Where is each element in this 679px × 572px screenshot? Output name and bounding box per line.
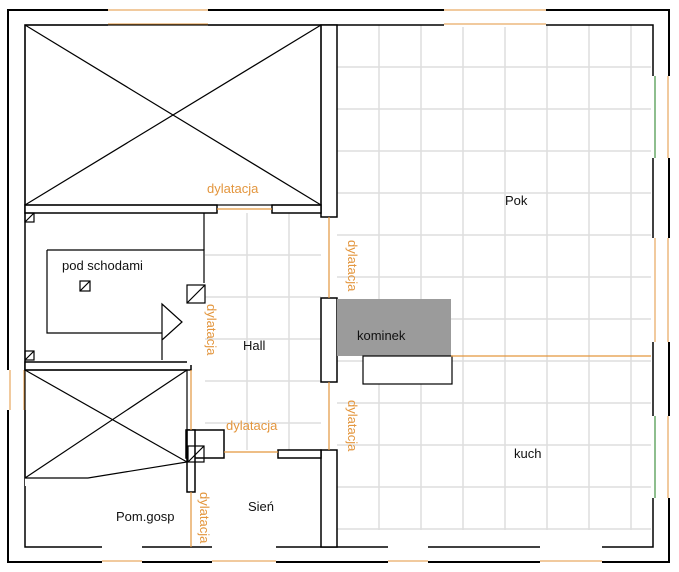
room-label-pok: Pok (505, 193, 528, 208)
wall-horizontal-lower (24, 361, 192, 371)
window-bottom-2 (212, 545, 276, 564)
wall-central-vertical-top (320, 24, 338, 218)
window-top-left (108, 8, 208, 27)
wall-sien-top-right (277, 449, 322, 459)
fireplace-label: kominek (357, 328, 406, 343)
window-bottom-4 (540, 545, 602, 564)
tile-grid-hall (205, 213, 321, 450)
window-right-1 (651, 76, 671, 158)
wall-storage-top (25, 478, 191, 486)
column-pod-schodami (79, 280, 91, 292)
window-top-right (444, 8, 546, 27)
expansion-joint-labels: dylatacja dylatacja dylatacja dylatacja … (197, 181, 360, 544)
column-hall (186, 284, 206, 304)
joint-label-hall-left: dylatacja (204, 304, 219, 356)
room-label-pom-gosp: Pom.gosp (116, 509, 175, 524)
stairs-outline (24, 212, 206, 463)
column-small-top (24, 212, 35, 223)
joint-label-upper: dylatacja (207, 181, 259, 196)
window-right-3 (651, 416, 671, 498)
room-label-pod-schodami: pod schodami (62, 258, 143, 273)
joint-label-central: dylatacja (345, 240, 360, 292)
shaft-upper (24, 24, 322, 206)
joint-label-sien: dylatacja (226, 418, 278, 433)
room-label-hall: Hall (243, 338, 266, 353)
expansion-joints (190, 208, 651, 547)
wall-hall-left-vertical (187, 285, 195, 365)
wall-horizontal-upper-left (24, 204, 218, 214)
window-left (6, 370, 27, 410)
room-label-sien: Sień (248, 499, 274, 514)
room-label-kuch: kuch (514, 446, 541, 461)
joint-label-central-lower: dylatacja (345, 400, 360, 452)
wall-horizontal-upper-right (271, 204, 322, 214)
wall-fireplace-left (320, 297, 338, 383)
windows (6, 8, 671, 564)
window-right-2 (651, 238, 671, 342)
window-bottom-3 (388, 545, 428, 564)
wall-central-vertical-bottom (320, 449, 338, 548)
column-sien (187, 445, 205, 463)
fireplace (337, 299, 451, 356)
joint-label-bottom: dylatacja (197, 492, 212, 544)
fireplace-hearth (362, 355, 453, 385)
tile-grid-living (337, 25, 651, 530)
interior-walls (24, 24, 338, 548)
column-small-bottom (24, 350, 35, 361)
outer-wall-inner-outline (24, 24, 654, 548)
window-bottom-1 (102, 545, 142, 564)
shaft-lower (24, 369, 188, 479)
